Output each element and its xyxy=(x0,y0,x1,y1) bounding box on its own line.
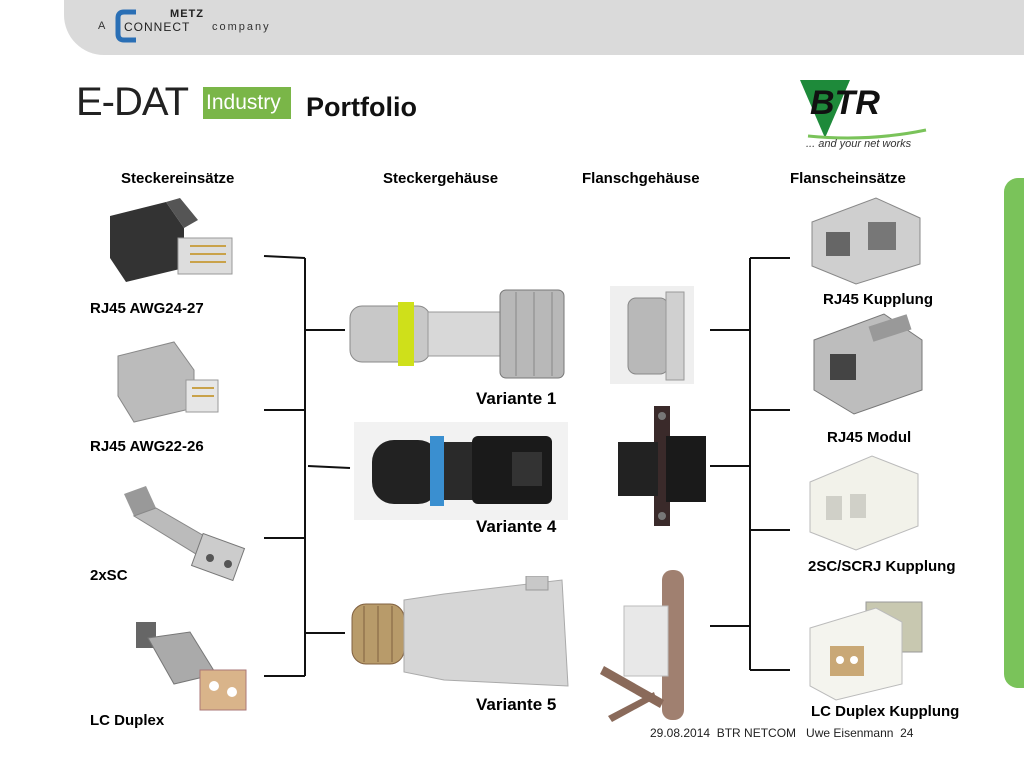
metz-connect-logo-icon xyxy=(115,9,136,43)
page-title: Portfolio xyxy=(306,92,417,122)
flange-housing-2-image xyxy=(618,406,706,526)
header-flanscheinsaetze: Flanscheinsätze xyxy=(790,170,906,187)
right-label-1: RJ45 Kupplung xyxy=(823,291,934,308)
left-label-1: RJ45 AWG24-27 xyxy=(90,300,204,317)
variant-label-4: Variante 4 xyxy=(476,517,557,536)
metz-connect-text: CONNECT xyxy=(124,20,191,34)
top-banner xyxy=(64,0,1024,55)
variante-4-housing-image xyxy=(354,422,568,520)
rj45-awg24-image xyxy=(110,198,233,282)
rj45-kupplung-image xyxy=(811,197,921,285)
variant-label-5: Variante 5 xyxy=(476,695,557,714)
left-label-3: 2xSC xyxy=(90,567,128,584)
header-steckereinsaetze: Steckereinsätze xyxy=(121,170,235,187)
side-accent-strip xyxy=(1004,178,1024,688)
left-label-2: RJ45 AWG22-26 xyxy=(90,438,204,455)
rj45-awg22-image xyxy=(117,341,219,423)
2xsc-image xyxy=(124,486,246,582)
header-flanschgehaeuse: Flanschgehäuse xyxy=(582,170,700,187)
flange-housing-3-image xyxy=(600,570,684,722)
edat-logo-text: E-DAT xyxy=(76,80,189,124)
right-label-4: LC Duplex Kupplung xyxy=(811,703,960,720)
lc-duplex-kupplung-image xyxy=(809,601,923,701)
variante-1-housing-image xyxy=(349,289,565,379)
flange-housing-1-image xyxy=(610,286,694,384)
metz-brand: METZ xyxy=(170,8,204,20)
footer-text: 29.08.2014 BTR NETCOM Uwe Eisenmann 24 xyxy=(650,726,914,740)
metz-company-text: company xyxy=(212,21,271,33)
btr-tagline: ... and your net works xyxy=(806,138,912,150)
variante-5-housing-image xyxy=(351,576,569,687)
rj45-modul-image xyxy=(813,313,923,415)
lc-duplex-image xyxy=(136,622,247,711)
left-label-4: LC Duplex xyxy=(90,712,165,729)
metz-a-text: A xyxy=(98,20,107,32)
right-label-3: 2SC/SCRJ Kupplung xyxy=(808,558,956,575)
btr-wordmark: BTR xyxy=(810,84,880,122)
variant-label-1: Variante 1 xyxy=(476,389,557,408)
right-label-2: RJ45 Modul xyxy=(827,429,912,446)
industry-badge: Industry xyxy=(203,87,291,119)
header-steckergehaeuse: Steckergehäuse xyxy=(383,170,499,187)
btr-logo-icon xyxy=(800,80,927,140)
2sc-scrj-kupplung-image xyxy=(809,455,919,551)
